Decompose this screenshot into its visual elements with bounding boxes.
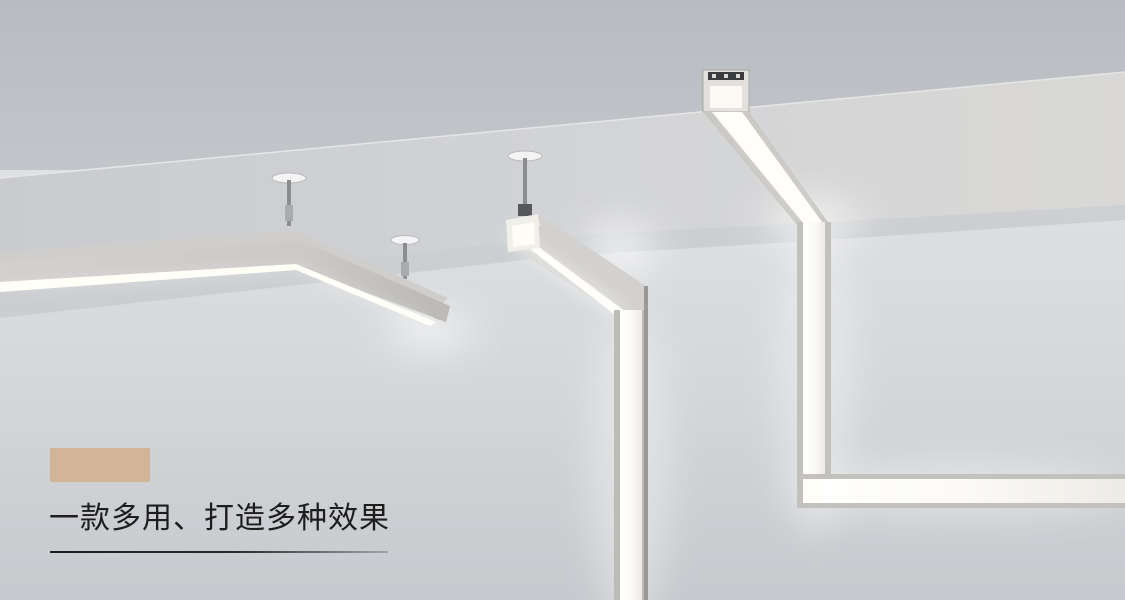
- ceiling-edge: [0, 71, 1125, 179]
- glow-suspended: [370, 302, 490, 358]
- pendant-linear-light: [506, 150, 648, 600]
- caption-underline: [50, 551, 388, 553]
- recessed-linear-light: [702, 69, 1125, 508]
- suspended-linear-light: [0, 172, 450, 326]
- caption-title: 一款多用、打造多种效果: [49, 501, 390, 536]
- caption-accent-swatch: [50, 448, 150, 482]
